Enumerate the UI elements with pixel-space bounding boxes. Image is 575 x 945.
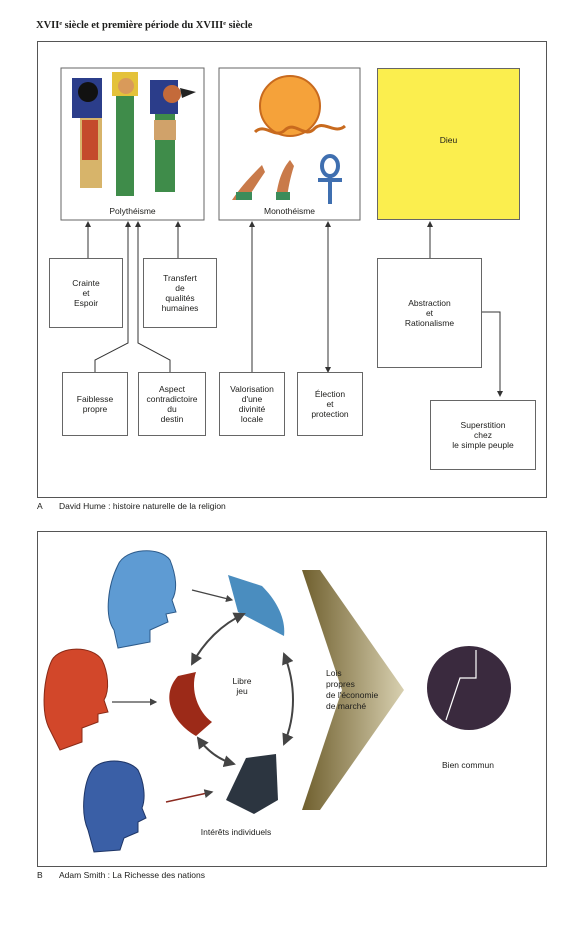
crainte-espoir-box: Crainte et Espoir bbox=[49, 258, 123, 328]
navy-head-icon bbox=[83, 760, 147, 853]
arrow-aspect bbox=[135, 221, 171, 372]
faiblesse-box: Faiblesse propre bbox=[62, 372, 128, 436]
arrow-navy-head bbox=[165, 789, 214, 803]
aspect-box: Aspect contradictoire du destin bbox=[138, 372, 206, 436]
bien-commun-circle bbox=[427, 646, 511, 730]
interets-label: Intérêts individuels bbox=[200, 827, 272, 837]
libre-jeu-label: Libre jeu bbox=[232, 676, 252, 696]
monotheisme-label: Monothéisme bbox=[263, 206, 316, 216]
blue-shape bbox=[228, 575, 285, 636]
arrow-superstition bbox=[482, 311, 503, 397]
red-head-icon bbox=[43, 648, 109, 751]
curve-blue-dark bbox=[282, 652, 294, 746]
figure-a-caption: A David Hume : histoire naturelle de la r… bbox=[37, 501, 226, 511]
sun-hands-ankh-illustration bbox=[232, 75, 347, 204]
superstition-box: Superstition chez le simple peuple bbox=[430, 400, 536, 470]
figure-b-caption: B Adam Smith : La Richesse des nations bbox=[37, 870, 205, 880]
egyptian-gods-illustration bbox=[72, 72, 196, 196]
big-arrow-shape bbox=[302, 570, 404, 810]
red-shape bbox=[169, 672, 212, 736]
dieu-box: Dieu bbox=[377, 68, 520, 220]
curve-red-blue bbox=[191, 612, 246, 666]
abstraction-box: Abstraction et Rationalisme bbox=[377, 258, 482, 368]
arrow-faiblesse bbox=[94, 221, 131, 372]
figure-b-caption-text: Adam Smith : La Richesse des nations bbox=[59, 870, 205, 880]
polytheisme-label: Polythéisme bbox=[109, 206, 156, 216]
lois-label: Lois propres de l'économie de marché bbox=[326, 668, 379, 711]
transfert-box: Transfert de qualités humaines bbox=[143, 258, 217, 328]
page-header: XVIIᵉ siècle et première période du XVII… bbox=[36, 20, 253, 31]
arrow-blue-head bbox=[191, 589, 234, 603]
blue-head-icon bbox=[107, 550, 177, 649]
figure-a-caption-text: David Hume : histoire naturelle de la re… bbox=[59, 501, 226, 511]
figure-a-letter: A bbox=[37, 501, 43, 511]
curve-red-dark bbox=[196, 736, 236, 768]
valorisation-box: Valorisation d'une divinité locale bbox=[219, 372, 285, 436]
bien-commun-label: Bien commun bbox=[442, 760, 494, 770]
election-box: Élection et protection bbox=[297, 372, 363, 436]
dark-shape bbox=[226, 754, 278, 814]
figure-b-letter: B bbox=[37, 870, 43, 880]
